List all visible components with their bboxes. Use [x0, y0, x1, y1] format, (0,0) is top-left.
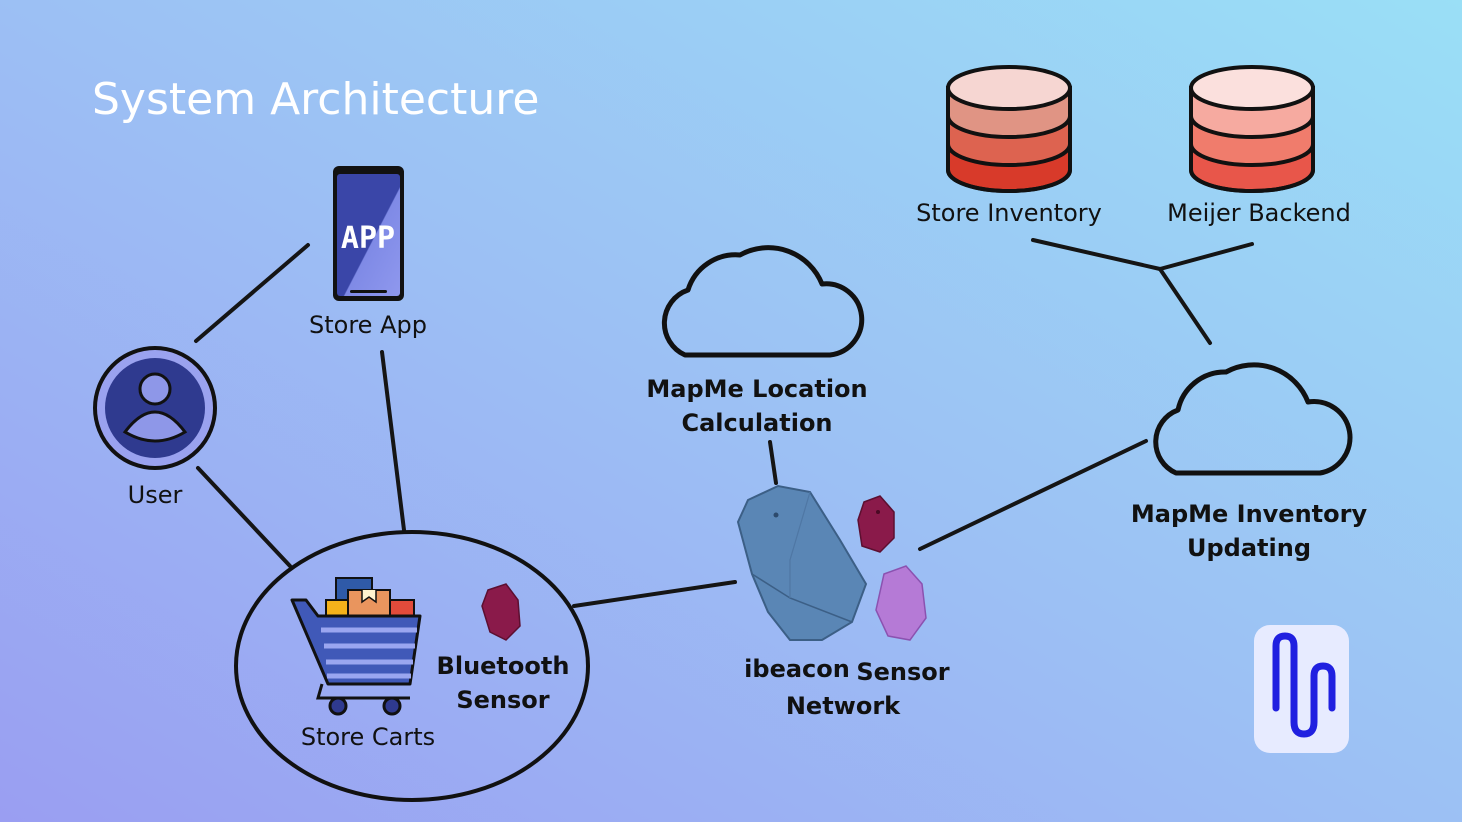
sensor-label: Sensor: [856, 658, 950, 686]
link-meijer-backend: [1158, 242, 1254, 271]
page-title: System Architecture: [92, 74, 540, 125]
inventory-updating-cloud-icon: [1153, 362, 1353, 476]
inventory-updating-label-line1: MapMe Inventory: [1130, 500, 1368, 528]
meijer-backend-database-icon: [1189, 65, 1315, 193]
bluetooth-sensor-label: Bluetooth Sensor: [430, 649, 576, 717]
bluetooth-sensor-label-line2: Sensor: [456, 686, 550, 714]
link-user-carts: [196, 466, 292, 568]
link-store-inventory: [1031, 238, 1162, 271]
network-label: Network: [785, 692, 901, 720]
store-inventory-label: Store Inventory: [916, 199, 1102, 227]
bluetooth-sensor-icon: [481, 583, 521, 641]
connector-lines: [194, 238, 1254, 608]
location-calculation-label: MapMe Location Calculation: [630, 372, 884, 440]
meijer-backend-label: Meijer Backend: [1167, 199, 1351, 227]
link-beacons-inventory: [918, 439, 1148, 551]
link-user-app: [194, 243, 310, 343]
mapme-logo-icon: [1254, 625, 1349, 753]
link-carts-beacons: [572, 580, 737, 608]
ibeacon-label: ibeacon: [744, 655, 850, 683]
location-calculation-label-line2: Calculation: [681, 409, 833, 437]
inventory-updating-label: MapMe Inventory Updating: [1118, 497, 1380, 565]
link-databases-cloud: [1158, 267, 1212, 345]
user-avatar-icon: [93, 346, 217, 470]
store-app-label: Store App: [309, 311, 427, 339]
store-carts-label: Store Carts: [300, 723, 436, 751]
user-label: User: [127, 481, 183, 509]
location-calculation-label-line1: MapMe Location: [646, 375, 868, 403]
store-inventory-database-icon: [946, 65, 1072, 193]
ibeacon-icon: [736, 484, 927, 641]
store-carts-group: [234, 530, 590, 802]
smartphone-app-icon: APP: [333, 166, 404, 301]
shopping-cart-icon: [290, 577, 422, 716]
app-screen-text: APP: [341, 221, 395, 256]
bluetooth-sensor-label-line1: Bluetooth: [436, 652, 570, 680]
link-app-carts: [380, 350, 406, 532]
link-calc-beacons: [768, 440, 778, 485]
location-calculation-cloud-icon: [661, 245, 865, 358]
inventory-updating-label-line2: Updating: [1186, 534, 1311, 562]
